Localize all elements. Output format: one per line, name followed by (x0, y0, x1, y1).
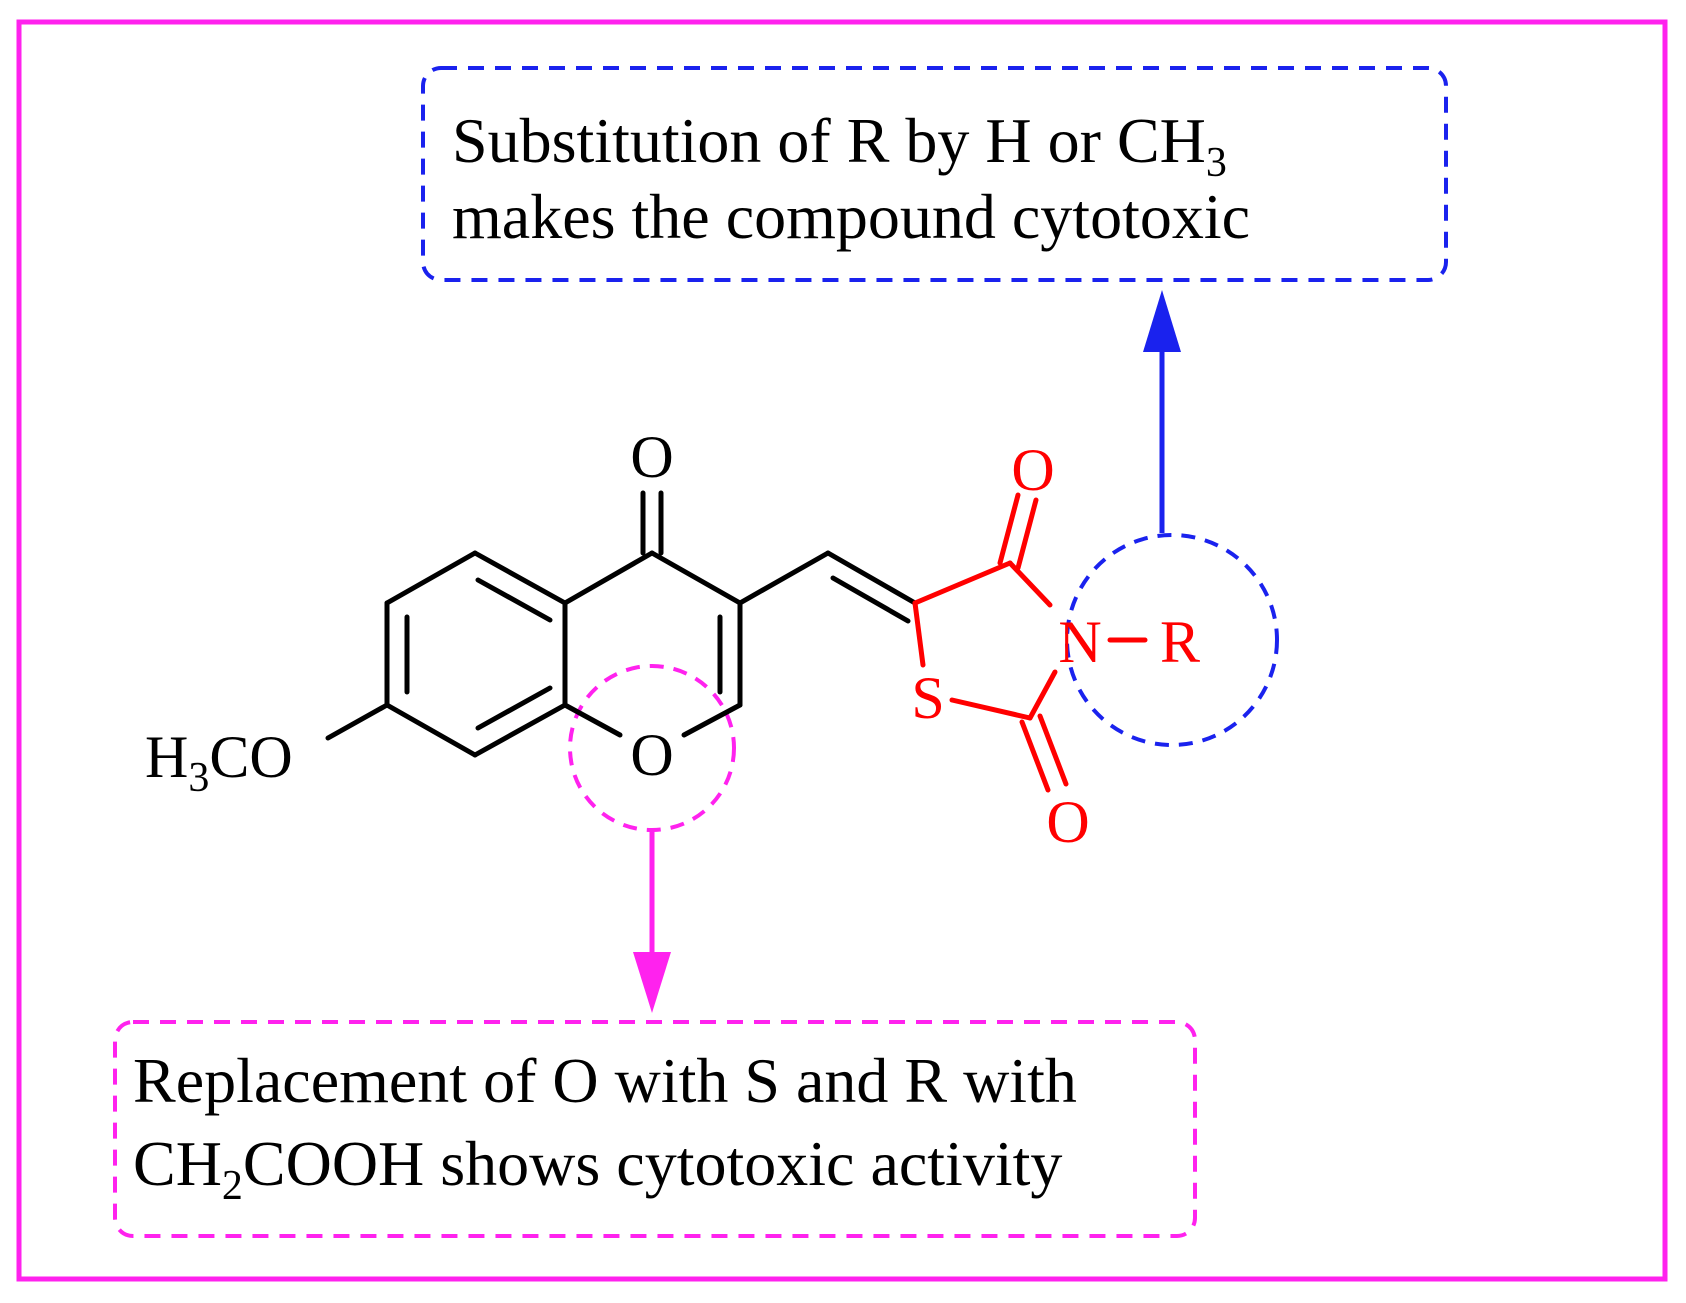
tzd-bottom-oxygen-label: O (1046, 789, 1089, 855)
r-group-label: R (1160, 609, 1200, 675)
bottom-annotation-line-2: CH2COOH shows cytotoxic activity (133, 1128, 1062, 1209)
magenta-arrow-head (633, 952, 671, 1013)
top-annotation-line-1-main: Substitution of R by H or CH (452, 105, 1206, 176)
top-annotation-line-1-sub: 3 (1206, 140, 1227, 186)
blue-highlight-circle (1065, 533, 1279, 747)
ring-oxygen-label: O (630, 722, 673, 788)
methoxy-sub: 3 (188, 755, 209, 801)
nitrogen-label: N (1058, 609, 1101, 675)
blue-arrow-head (1143, 290, 1181, 352)
bottom-annotation-line-2-pre: CH (133, 1128, 222, 1199)
bottom-annotation-line-1: Replacement of O with S and R with (133, 1045, 1077, 1116)
bottom-annotation-line-2-post: COOH shows cytotoxic activity (243, 1128, 1062, 1199)
top-annotation-line-1: Substitution of R by H or CH3 (452, 105, 1227, 186)
keto-oxygen-label: O (630, 424, 673, 490)
bottom-annotation-line-2-sub: 2 (222, 1163, 243, 1209)
top-annotation-box (421, 66, 1448, 282)
chromone-bonds (325, 490, 918, 758)
top-annotation-line-2: makes the compound cytotoxic (452, 181, 1250, 252)
methoxy-h: H (145, 724, 188, 790)
thiazolidinedione-bonds (912, 492, 1148, 793)
outer-frame (16, 19, 1668, 1282)
tzd-top-oxygen-label: O (1011, 437, 1054, 503)
methoxy-rest: CO (209, 724, 292, 790)
bottom-annotation-box (113, 1020, 1197, 1238)
methoxy-label: H3CO (145, 724, 293, 801)
sulfur-label: S (911, 665, 944, 731)
